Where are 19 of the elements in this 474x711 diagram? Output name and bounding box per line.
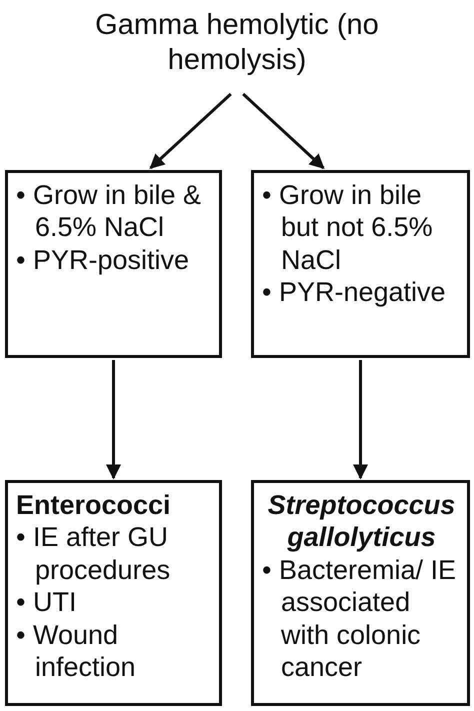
bullet-item: • Wound infection	[16, 618, 137, 684]
arrow	[106, 360, 121, 480]
bullet-item: • Bacteremia/ IE associated with colonic cancer	[262, 554, 458, 684]
arrow	[353, 360, 368, 480]
organism-name: Streptococcus gallolyticus	[266, 489, 456, 554]
bullet-item: • Grow in bile but not 6.5% NaCl	[262, 179, 434, 276]
arrow	[242, 92, 325, 170]
bullet-item: • PYR-positive	[16, 244, 190, 276]
organism-box	[251, 480, 470, 706]
criteria-box	[251, 170, 470, 358]
organism-box	[5, 480, 222, 706]
bullet-item: • IE after GU procedures	[16, 521, 172, 586]
bullet-item: • UTI	[16, 586, 78, 619]
arrow	[149, 92, 232, 170]
organism-name: Enterococci	[16, 489, 172, 522]
heading: Gamma hemolytic (no hemolysis)	[94, 8, 380, 78]
criteria-box	[5, 170, 222, 358]
bullet-item: • Grow in bile & 6.5% NaCl	[16, 179, 202, 244]
bullet-item: • PYR-negative	[262, 276, 447, 309]
